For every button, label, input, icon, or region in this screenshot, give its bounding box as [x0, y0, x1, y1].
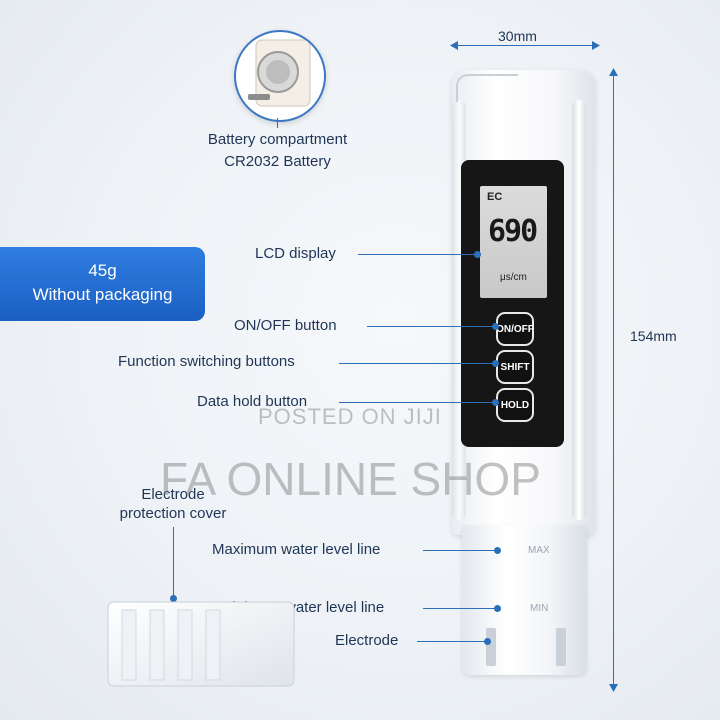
data-hold-label: Data hold button	[197, 393, 308, 410]
max-leader-dot	[494, 547, 501, 554]
min-leader-line	[423, 608, 497, 609]
grip-ridge-right	[572, 100, 586, 520]
weight-value: 45g	[88, 261, 117, 280]
height-arrowheads-icon	[609, 68, 618, 692]
hold-leader-dot	[492, 399, 499, 406]
cover-label-line1: Electrode	[141, 486, 205, 503]
max-mark: MAX	[528, 545, 550, 556]
width-arrowheads-icon	[450, 41, 600, 50]
electrode-leader-dot	[484, 638, 491, 645]
cover-leader-line	[173, 527, 174, 597]
shift-button[interactable]: SHIFT	[496, 350, 534, 384]
battery-cap	[456, 74, 518, 102]
cover-label-line2: protection cover	[119, 505, 227, 522]
shop-watermark: FA ONLINE SHOP	[160, 453, 541, 505]
lcd-reading: 690	[488, 214, 538, 249]
lcd-unit: μs/cm	[500, 272, 527, 283]
cover-leader-dot	[170, 595, 177, 602]
onoff-label: ON/OFF button	[234, 317, 337, 334]
battery-label-line2: CR2032 Battery	[224, 153, 331, 170]
min-leader-dot	[494, 605, 501, 612]
height-dimension-line	[613, 70, 614, 688]
function-leader-line	[339, 363, 495, 364]
onoff-leader-dot	[492, 323, 499, 330]
lcd-screen: EC 690 μs/cm	[480, 186, 547, 298]
lcd-leader-dot	[474, 251, 481, 258]
hold-button[interactable]: HOLD	[496, 388, 534, 422]
height-dimension-label: 154mm	[630, 328, 677, 344]
width-dimension-line	[452, 45, 598, 46]
cover-label: Electrode protection cover	[98, 486, 248, 522]
battery-icon	[248, 39, 311, 107]
posted-watermark: POSTED ON JIJI	[258, 404, 442, 429]
electrode-label: Electrode	[335, 632, 399, 649]
lcd-display-label: LCD display	[255, 245, 336, 262]
hold-leader-line	[339, 402, 495, 403]
width-dimension-label: 30mm	[498, 28, 537, 44]
lcd-leader-line	[358, 254, 476, 255]
weight-badge: 45g Without packaging	[0, 247, 205, 321]
min-mark: MIN	[530, 603, 549, 614]
electrode-leader-line	[417, 641, 487, 642]
battery-label-line1: Battery compartment	[207, 131, 348, 148]
lcd-mode-label: EC	[487, 191, 503, 203]
function-buttons-label: Function switching buttons	[118, 353, 295, 370]
max-leader-line	[423, 550, 497, 551]
probe-section	[462, 525, 587, 675]
weight-note: Without packaging	[32, 285, 173, 304]
electrode-left	[486, 628, 496, 666]
onoff-leader-line	[367, 326, 495, 327]
onoff-button[interactable]: ON/OFF	[496, 312, 534, 346]
battery-leader-line	[277, 118, 278, 128]
function-leader-dot	[492, 360, 499, 367]
max-level-label: Maximum water level line	[212, 541, 381, 558]
protection-cover-image	[107, 601, 295, 687]
electrode-right	[556, 628, 566, 666]
battery-label: Battery compartment CR2032 Battery	[175, 131, 380, 170]
battery-compartment-image	[234, 30, 326, 122]
